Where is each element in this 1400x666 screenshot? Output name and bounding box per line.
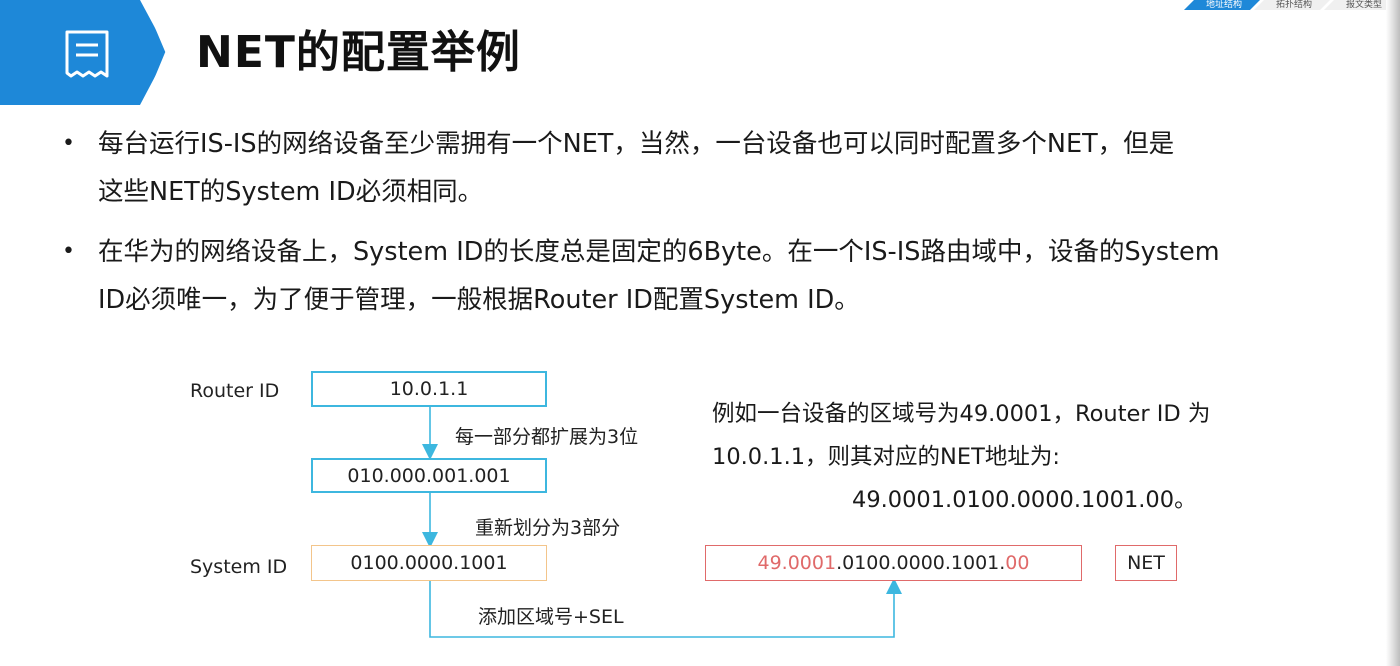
tab-topology-structure[interactable]: 拓扑结构: [1254, 0, 1330, 10]
arrow-add-area: [429, 578, 902, 638]
example-text: 例如一台设备的区域号为49.0001，Router ID 为 10.0.1.1，…: [712, 393, 1210, 522]
net-address-box: 49.0001.0100.0000.1001.00: [705, 545, 1082, 581]
bullet-line: 在华为的网络设备上，System ID的长度总是固定的6Byte。在一个IS-I…: [98, 237, 1220, 267]
bullet-item: • 每台运行IS-IS的网络设备至少需拥有一个NET，当然，一台设备也可以同时配…: [62, 120, 1352, 216]
step-expand-note: 每一部分都扩展为3位: [455, 426, 639, 448]
bullet-dot: •: [62, 131, 75, 156]
expanded-id-box: 010.000.001.001: [311, 458, 547, 493]
example-line: 10.0.1.1，则其对应的NET地址为:: [712, 444, 1060, 470]
net-area-part: 49.0001: [757, 552, 837, 574]
bullet-line: 每台运行IS-IS的网络设备至少需拥有一个NET，当然，一台设备也可以同时配置多…: [98, 129, 1175, 159]
net-label-box: NET: [1115, 545, 1177, 581]
bullet-list: • 每台运行IS-IS的网络设备至少需拥有一个NET，当然，一台设备也可以同时配…: [62, 120, 1352, 336]
net-sel-part: 00: [1005, 552, 1030, 574]
window-edge: [1386, 0, 1400, 666]
router-id-box: 10.0.1.1: [311, 371, 547, 407]
router-id-label: Router ID: [190, 380, 280, 402]
bullet-dot: •: [62, 239, 75, 264]
tab-address-structure[interactable]: 地址结构: [1184, 0, 1260, 10]
system-id-box: 0100.0000.1001: [311, 545, 547, 581]
system-id-label: System ID: [190, 556, 288, 578]
page-title: NET的配置举例: [196, 27, 521, 78]
example-net-result: 49.0001.0100.0000.1001.00。: [852, 487, 1197, 513]
step-split-note: 重新划分为3部分: [475, 517, 621, 539]
bullet-item: • 在华为的网络设备上，System ID的长度总是固定的6Byte。在一个IS…: [62, 228, 1352, 324]
header-badge: [0, 0, 168, 105]
section-tabs: 地址结构 拓扑结构 报文类型: [1190, 0, 1400, 10]
tab-packet-types[interactable]: 报文类型: [1324, 0, 1400, 10]
bullet-line: 这些NET的System ID必须相同。: [98, 177, 484, 207]
bullet-line: ID必须唯一，为了便于管理，一般根据Router ID配置System ID。: [98, 285, 860, 315]
document-icon: [65, 30, 109, 78]
example-line: 例如一台设备的区域号为49.0001，Router ID 为: [712, 401, 1211, 427]
step-add-area-note: 添加区域号+SEL: [478, 606, 624, 628]
net-system-id-part: .0100.0000.1001.: [836, 552, 1006, 574]
